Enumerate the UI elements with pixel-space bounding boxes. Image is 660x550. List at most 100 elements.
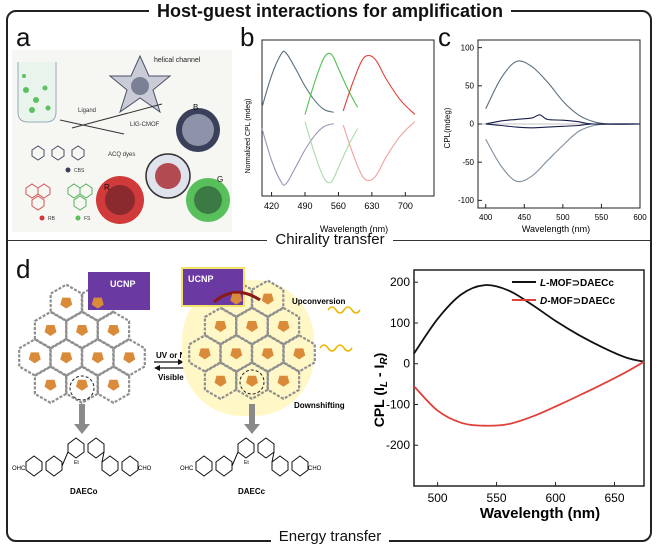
middle-label-wrap: Chirality transfer xyxy=(0,231,660,249)
y-tick-label: -100 xyxy=(458,196,475,205)
series-line-1 xyxy=(485,123,641,183)
plot-frame xyxy=(413,269,645,487)
arrow-2 xyxy=(71,103,163,129)
plot-frame xyxy=(261,39,435,197)
sphere-blue-inner xyxy=(182,114,214,146)
label-helical-channel: helical channel xyxy=(154,57,201,64)
guest-molecule-shape xyxy=(246,321,258,332)
sphere-red-inner xyxy=(105,185,135,215)
mof-hex-cell xyxy=(266,361,301,401)
ylabel-part-l: L xyxy=(379,381,390,387)
ylabel-part-r: R xyxy=(379,357,390,365)
guest-molecule-shape xyxy=(293,348,306,360)
molecule-daecc xyxy=(195,437,309,477)
energy-transfer-label: Energy transfer xyxy=(270,528,390,545)
molecule-fs xyxy=(67,183,93,211)
guest-molecule-shape xyxy=(44,325,57,336)
guest-molecule-shape xyxy=(76,325,88,336)
series-line-0 xyxy=(261,50,334,113)
y-tick-label: 0 xyxy=(403,357,410,371)
molecule-rb xyxy=(25,183,51,211)
panel-d-letter: d xyxy=(16,254,31,284)
guest-molecule-shape xyxy=(60,352,73,364)
chart-d-xlabel: Wavelength (nm) xyxy=(480,505,600,522)
series-line-1 xyxy=(413,360,645,427)
y-tick-label: 100 xyxy=(390,316,410,330)
ylabel-part-i2: I xyxy=(371,365,387,369)
guest-molecule-shape xyxy=(261,293,274,305)
x-tick-label: 650 xyxy=(604,491,624,505)
x-tick-label: 630 xyxy=(364,201,379,211)
y-tick-label: -50 xyxy=(462,158,474,167)
guest-molecule-shape xyxy=(44,379,57,391)
x-tick-label: 400 xyxy=(479,213,493,222)
label-b: B xyxy=(193,103,198,112)
legend-d-prefix: D xyxy=(540,296,547,307)
dot-fs xyxy=(75,215,81,221)
daeco-label: DAECo xyxy=(70,487,98,496)
series-line-4 xyxy=(342,54,416,115)
chart-d-legend: L-MOF⊃DAECc D-MOF⊃DAECc xyxy=(512,278,615,307)
figure-title: Host-guest interactions for amplificatio… xyxy=(148,1,512,21)
down-arrowhead-left xyxy=(74,424,90,434)
star-mof-shape xyxy=(108,54,172,114)
series-line-0 xyxy=(413,284,645,363)
x-tick-label: 450 xyxy=(518,213,532,222)
molecule-daeco xyxy=(25,437,139,477)
ylabel-part-i1: I xyxy=(371,387,387,391)
legend-label-l: L-MOF⊃DAECc xyxy=(540,278,614,289)
series-line-2 xyxy=(485,114,641,125)
highlight-circle-left xyxy=(69,375,95,401)
series-line-0 xyxy=(485,60,641,125)
dot-cbs xyxy=(65,167,71,173)
cho-left-label: CHO xyxy=(138,466,152,472)
chart-c-ylabel: CPL(mdeg) xyxy=(443,107,452,148)
mof-hex-cell xyxy=(96,365,131,405)
label-r: R xyxy=(104,183,110,192)
panel-a-letter: a xyxy=(16,22,31,52)
mof-hex-cell xyxy=(33,365,68,405)
x-tick-label: 600 xyxy=(546,491,566,505)
x-tick-label: 500 xyxy=(556,213,570,222)
ylabel-part-minus: - xyxy=(371,369,387,381)
beaker-shape xyxy=(17,62,57,123)
ylabel-part-end: ) xyxy=(371,353,387,358)
legend-label-d: D-MOF⊃DAECc xyxy=(540,296,615,307)
guest-molecule-shape xyxy=(91,352,104,364)
bottom-label-wrap: Energy transfer xyxy=(0,528,660,546)
guest-molecule-shape xyxy=(198,348,211,360)
y-tick-label: -100 xyxy=(386,397,410,411)
label-cbs: CBS xyxy=(74,168,85,174)
label-rb: RB xyxy=(48,216,56,222)
panel-c-letter: c xyxy=(438,22,451,52)
x-tick-label: 550 xyxy=(487,491,507,505)
beaker-dots xyxy=(22,74,51,113)
cho-right-label: CHO xyxy=(308,466,322,472)
downshifting-label: Downshifting xyxy=(294,401,345,410)
x-tick-label: 490 xyxy=(297,201,312,211)
series-line-2 xyxy=(304,52,359,115)
guest-molecule-shape xyxy=(214,375,227,387)
upconversion-spring-icon xyxy=(327,306,361,314)
guest-molecule-shape xyxy=(123,352,136,364)
ylabel-part-main: CPL ( xyxy=(371,391,387,428)
label-ligand: Ligand xyxy=(78,108,96,114)
label-fs: FS xyxy=(84,216,91,222)
chart-b-ylabel: Normalized CPL (mdeg) xyxy=(245,99,252,174)
series-line-3 xyxy=(485,123,641,129)
down-arrowhead-right xyxy=(244,424,260,434)
arrow-visible-label: Visible xyxy=(158,373,184,382)
y-tick-label: 50 xyxy=(465,81,474,90)
mof-framework-left: UCNP xyxy=(18,272,150,434)
y-tick-label: 200 xyxy=(390,275,410,289)
switch-arrows xyxy=(154,359,184,371)
transfer-arrow xyxy=(213,291,261,304)
mof-framework-right: UCNP xyxy=(181,267,316,434)
molecule-cbs xyxy=(31,145,85,161)
guest-molecule-shape xyxy=(107,325,120,336)
guest-molecule-shape xyxy=(76,379,88,391)
series-line-3 xyxy=(304,121,359,184)
